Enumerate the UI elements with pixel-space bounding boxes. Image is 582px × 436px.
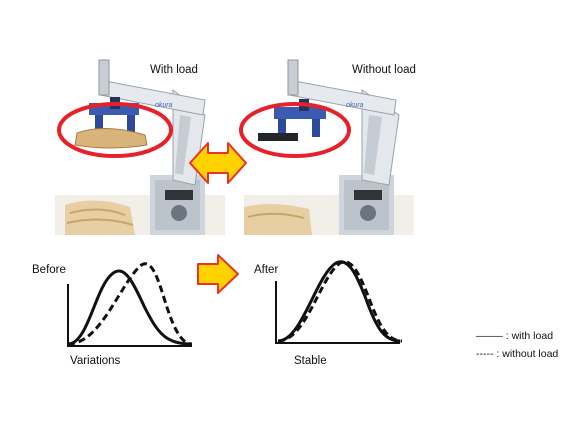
before-graph-axes (67, 284, 192, 347)
double-arrow-icon (189, 142, 247, 184)
before-curve-with-load (67, 269, 193, 346)
before-curve-without-load (67, 262, 193, 346)
highlight-ellipse-left (57, 102, 173, 158)
svg-text:okura: okura (346, 102, 364, 109)
before-graph-title: Before (32, 264, 66, 276)
after-curve-with-load (277, 260, 401, 343)
after-graph (275, 260, 403, 344)
caption-with-load: With load (150, 64, 198, 76)
legend-without-load: ----- : without load (476, 348, 559, 360)
after-graph-axes (275, 281, 400, 344)
highlight-ellipse-right (239, 102, 351, 158)
before-graph-caption: Variations (70, 355, 121, 367)
after-graph-title: After (254, 264, 279, 276)
caption-without-load: Without load (352, 64, 416, 76)
after-curve-without-load (277, 260, 403, 343)
robot-photo-without-load: okura (244, 55, 414, 235)
before-graph (67, 262, 193, 347)
legend-with-load: ——– : with load (476, 330, 554, 342)
svg-text:okura: okura (155, 102, 173, 109)
robot-photo-with-load: okura (55, 55, 225, 235)
right-arrow-icon (197, 254, 239, 294)
after-graph-caption: Stable (294, 355, 327, 367)
